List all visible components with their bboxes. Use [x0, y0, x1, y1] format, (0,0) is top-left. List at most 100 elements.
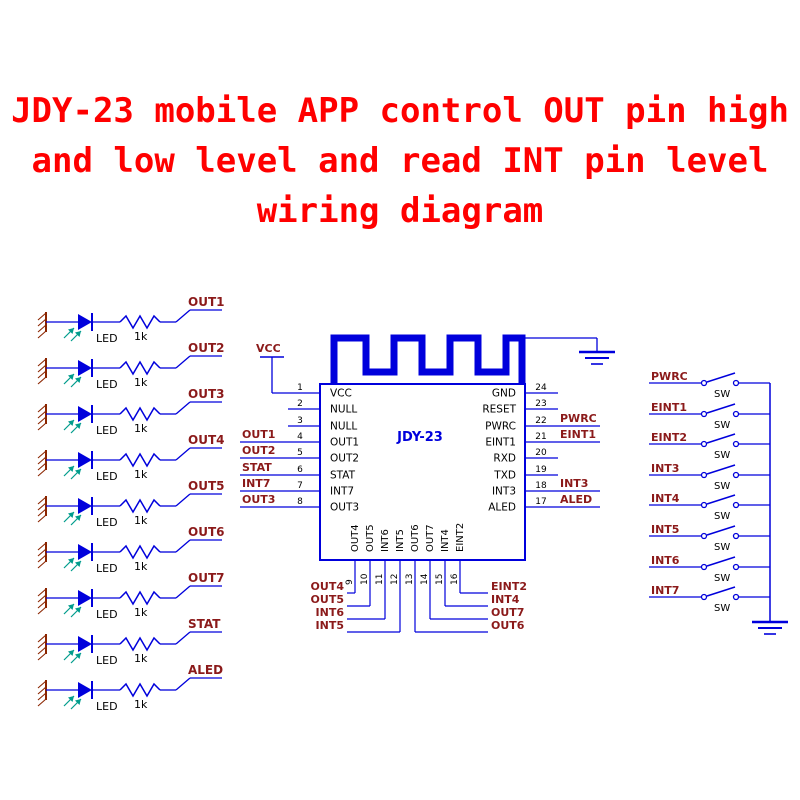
- pin-number: 11: [375, 574, 385, 585]
- led-emission-arrowhead: [75, 699, 81, 705]
- resistor: [119, 544, 161, 560]
- wire: [175, 493, 191, 507]
- ground-hatch: [37, 560, 47, 569]
- net-label: OUT6: [188, 525, 224, 539]
- switch-contact: [732, 410, 740, 418]
- resistor: [119, 406, 161, 422]
- ground-hatch: [37, 542, 47, 551]
- resistor-value: 1k: [134, 468, 148, 481]
- ground-hatch: [37, 606, 47, 615]
- ground-hatch: [37, 692, 47, 701]
- pin-name: OUT3: [330, 502, 359, 514]
- led-emission-arrowhead: [75, 607, 81, 613]
- wire: [175, 355, 191, 369]
- switch-contact: [700, 563, 708, 571]
- net-label: INT3: [651, 462, 679, 475]
- resistor: [119, 682, 161, 698]
- net-label: INT7: [651, 584, 679, 597]
- switch-label: SW: [714, 420, 730, 431]
- pin-number: 17: [535, 497, 546, 507]
- switch-contact: [700, 440, 708, 448]
- net-label: STAT: [188, 617, 221, 631]
- pin-number: 24: [535, 383, 547, 393]
- pin-number: 6: [297, 465, 303, 475]
- net-label: INT4: [651, 492, 680, 505]
- led-emission-arrowhead: [68, 420, 74, 426]
- switch-blade: [706, 372, 736, 383]
- switch-contact: [700, 471, 708, 479]
- led-emission-arrowhead: [75, 653, 81, 659]
- led-triangle: [78, 636, 92, 652]
- resistor-value: 1k: [134, 606, 148, 619]
- led-emission-arrowhead: [68, 512, 74, 518]
- ground-hatch: [37, 318, 47, 327]
- ground-hatch: [37, 686, 47, 695]
- resistor: [119, 498, 161, 514]
- pin-name: INT6: [380, 529, 391, 552]
- pin-number: 10: [360, 573, 370, 585]
- switch-contact: [700, 379, 708, 387]
- net-label: INT6: [316, 606, 345, 619]
- net-label: EINT1: [560, 428, 596, 441]
- switch-label: SW: [714, 481, 730, 492]
- pin-name: RESET: [482, 404, 516, 416]
- led-emission-arrowhead: [75, 469, 81, 475]
- net-label: PWRC: [560, 412, 597, 425]
- net-label: STAT: [242, 461, 272, 474]
- pin-name: TXD: [493, 470, 516, 482]
- ground-hatch: [37, 588, 47, 597]
- module-name: JDY-23: [396, 430, 443, 445]
- pin-number: 23: [535, 399, 546, 409]
- ground-hatch: [37, 450, 47, 459]
- switch-blade: [706, 494, 736, 505]
- led-label: LED: [96, 378, 118, 391]
- pin-number: 5: [297, 448, 303, 458]
- switch-contact: [732, 593, 740, 601]
- ground-hatch: [37, 634, 47, 643]
- resistor: [119, 452, 161, 468]
- title-block: JDY-23 mobile APP control OUT pin high a…: [11, 91, 789, 231]
- ground-hatch: [37, 496, 47, 505]
- led-triangle: [78, 406, 92, 422]
- pin-name: NULL: [330, 421, 357, 433]
- switch-contact: [732, 379, 740, 387]
- led-emission-arrowhead: [68, 696, 74, 702]
- pin-number: 8: [297, 497, 303, 507]
- wire: [175, 401, 191, 415]
- net-label: OUT5: [188, 479, 224, 493]
- pin-number: 1: [297, 383, 303, 393]
- net-label: OUT1: [188, 295, 224, 309]
- net-label: OUT2: [242, 444, 275, 457]
- net-label: OUT2: [188, 341, 224, 355]
- ground-hatch: [37, 502, 47, 511]
- pin-name: OUT5: [365, 524, 376, 552]
- jdy23-module-body: [319, 383, 526, 561]
- net-label: INT3: [560, 477, 588, 490]
- led-triangle: [78, 544, 92, 560]
- net-label: INT7: [242, 477, 270, 490]
- led-triangle: [78, 682, 92, 698]
- net-label: ALED: [560, 493, 592, 506]
- pin-name: INT3: [492, 486, 516, 498]
- switch-contact: [700, 501, 708, 509]
- led-label: LED: [96, 562, 118, 575]
